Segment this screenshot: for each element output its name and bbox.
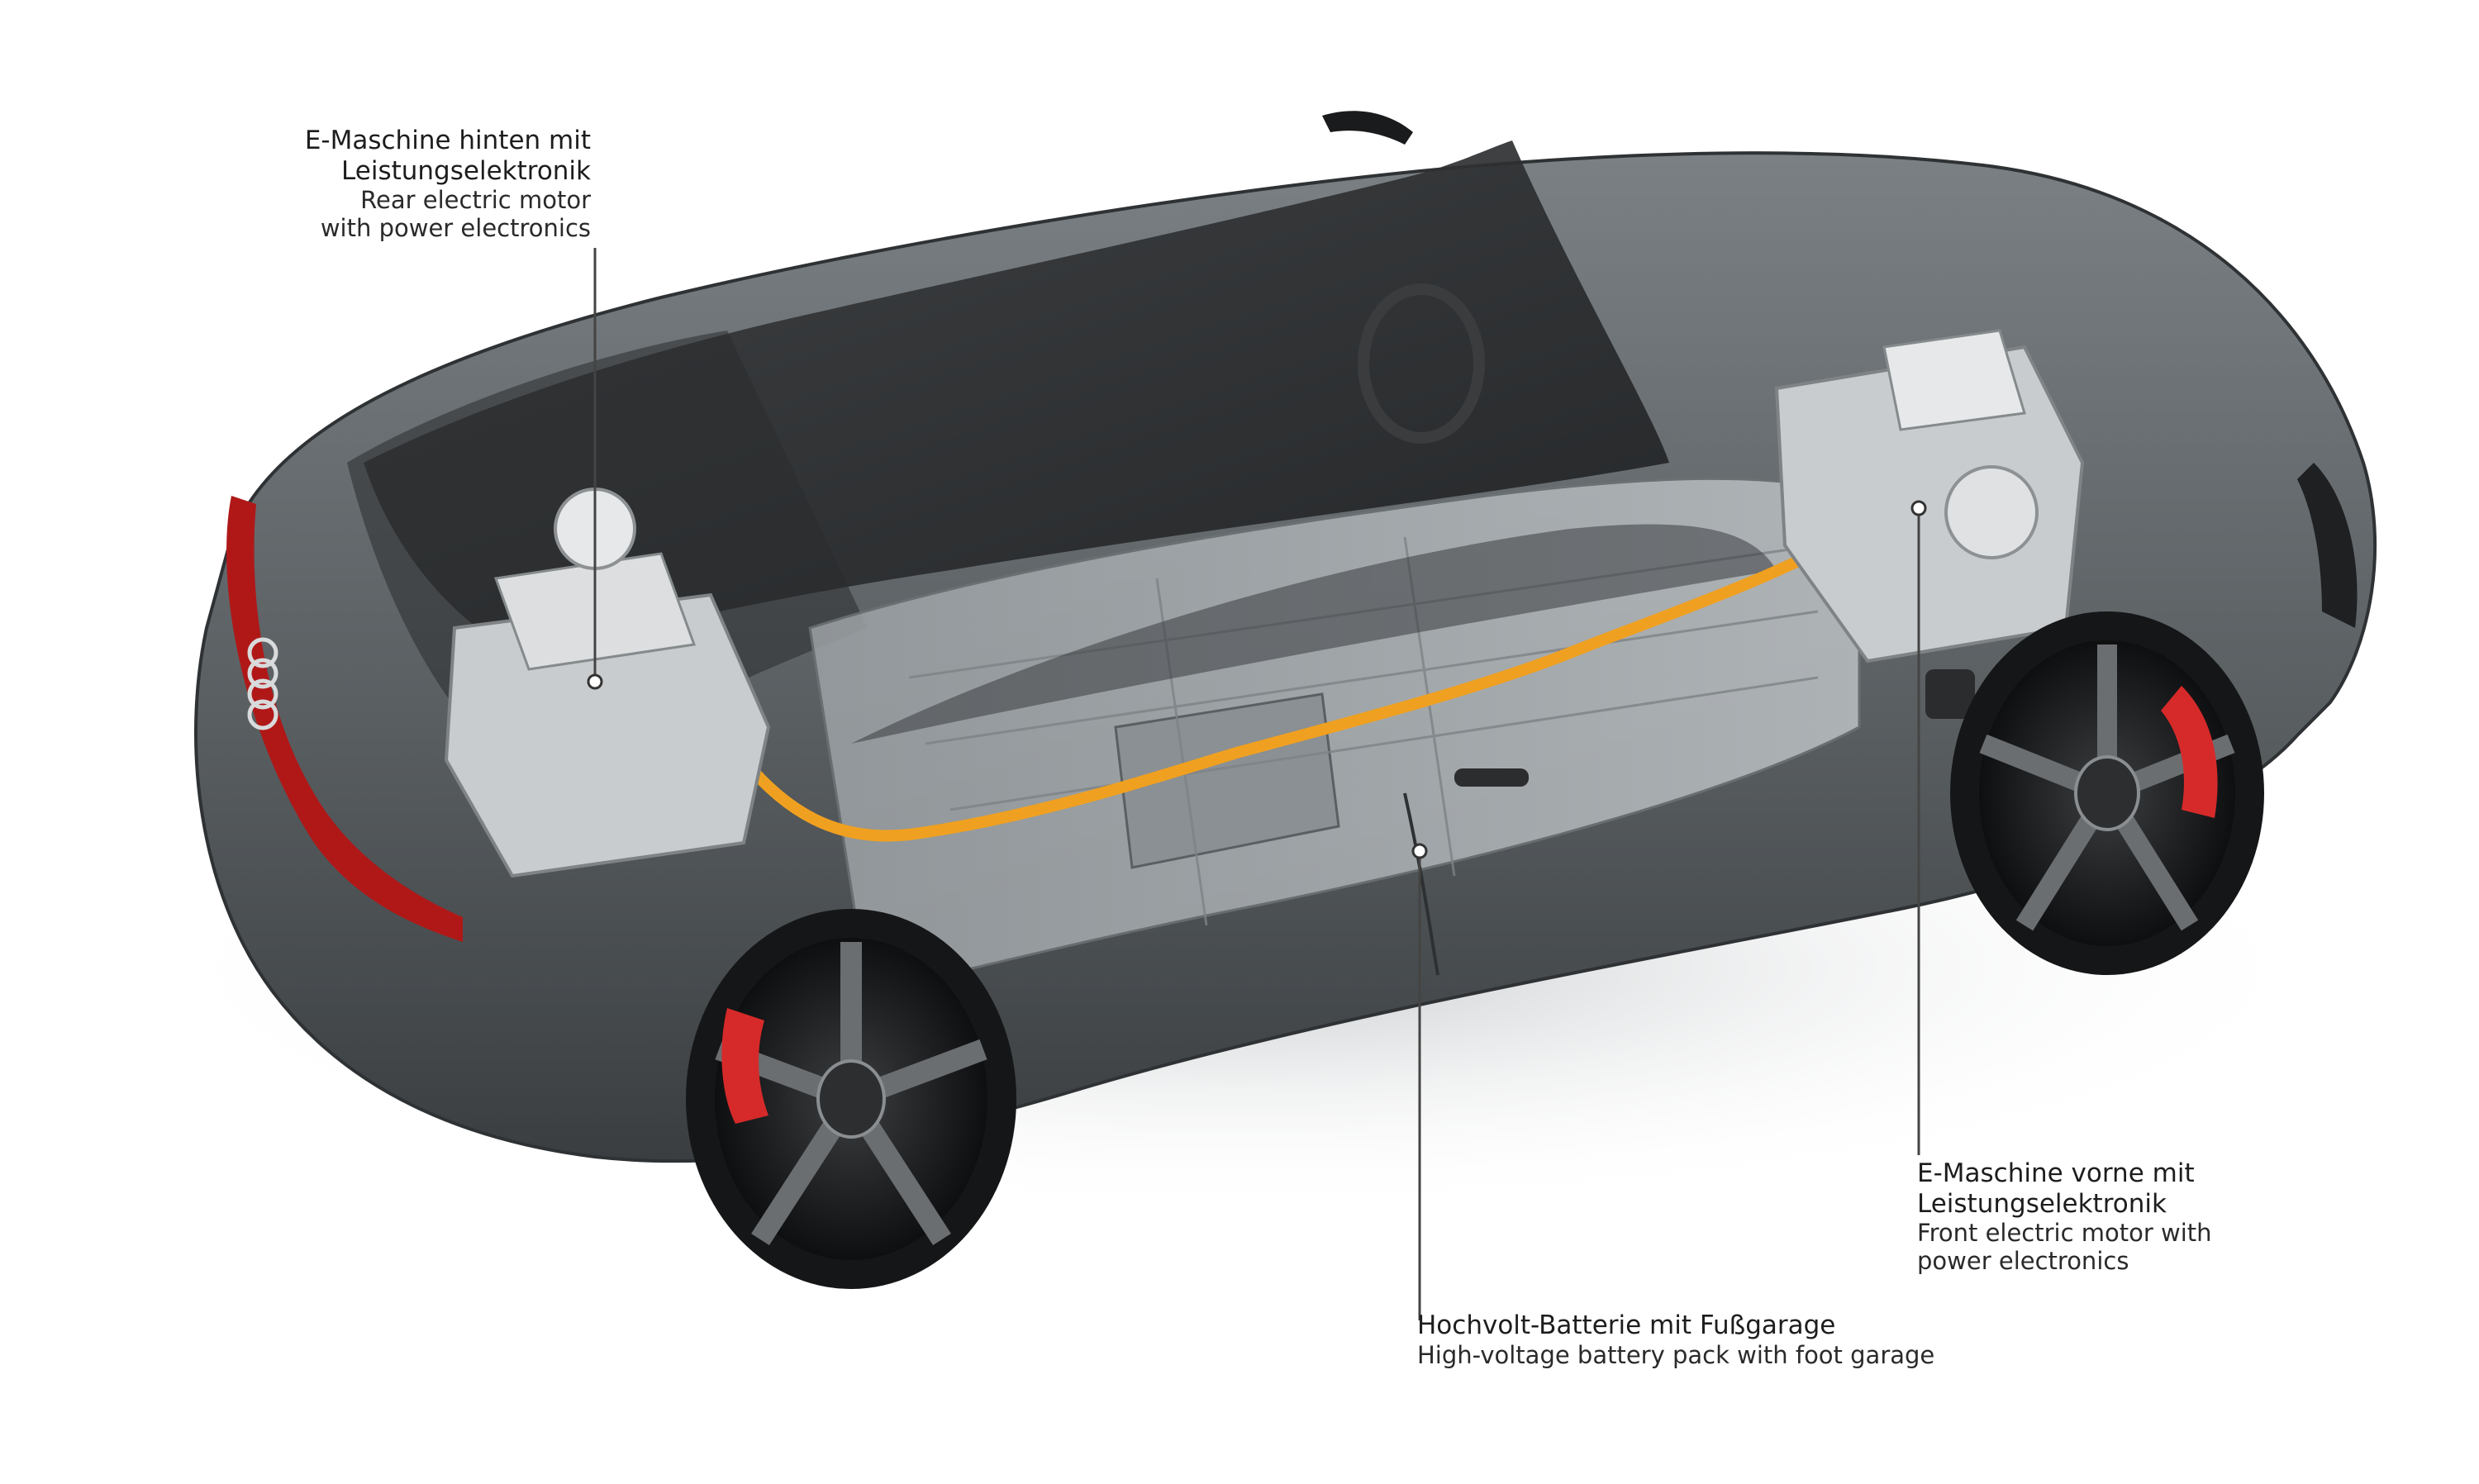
battery-en-line1: High-voltage battery pack with foot gara… [1417, 1340, 1935, 1369]
side-window [851, 524, 1777, 744]
rear-motor-de-line2: Leistungselektronik [341, 155, 591, 186]
battery-leader-dot [1411, 843, 1428, 859]
charge-port [1925, 669, 1975, 719]
rear-logo [247, 637, 278, 730]
callout-battery: Hochvolt-Batterie mit Fußgarage High-vol… [1417, 1310, 1934, 1369]
rear-wheel [686, 909, 1016, 1289]
battery-de-line1: Hochvolt-Batterie mit Fußgarage [1417, 1310, 1836, 1340]
front-motor-en-line1: Front electric motor with [1917, 1219, 2212, 1248]
front-motor-housing [1944, 465, 2039, 559]
front-motor-de-line1: E-Maschine vorne mit [1917, 1158, 2195, 1188]
callout-front-motor: E-Maschine vorne mit Leistungselektronik… [1917, 1158, 2212, 1276]
roof-antenna [1322, 111, 1413, 145]
rear-motor-leader-dot [587, 673, 603, 690]
door-handle [1454, 768, 1529, 787]
front-motor-de-line2: Leistungselektronik [1917, 1188, 2167, 1219]
callout-rear-motor: E-Maschine hinten mit Leistungselektroni… [305, 126, 591, 243]
battery-floor [808, 477, 1861, 993]
front-motor-en-line2: power electronics [1917, 1247, 2129, 1276]
rear-motor-en-line1: Rear electric motor [360, 186, 591, 215]
front-motor-leader-dot [1910, 500, 1927, 516]
steering-wheel [1358, 283, 1485, 444]
front-wheel [1950, 611, 2264, 975]
door-seam [1403, 792, 1439, 976]
rear-motor-de-line1: E-Maschine hinten mit [304, 126, 591, 155]
headlight [2297, 463, 2358, 628]
front-power-electronics [1882, 329, 2026, 431]
rear-motor-en-line2: with power electronics [320, 214, 591, 243]
